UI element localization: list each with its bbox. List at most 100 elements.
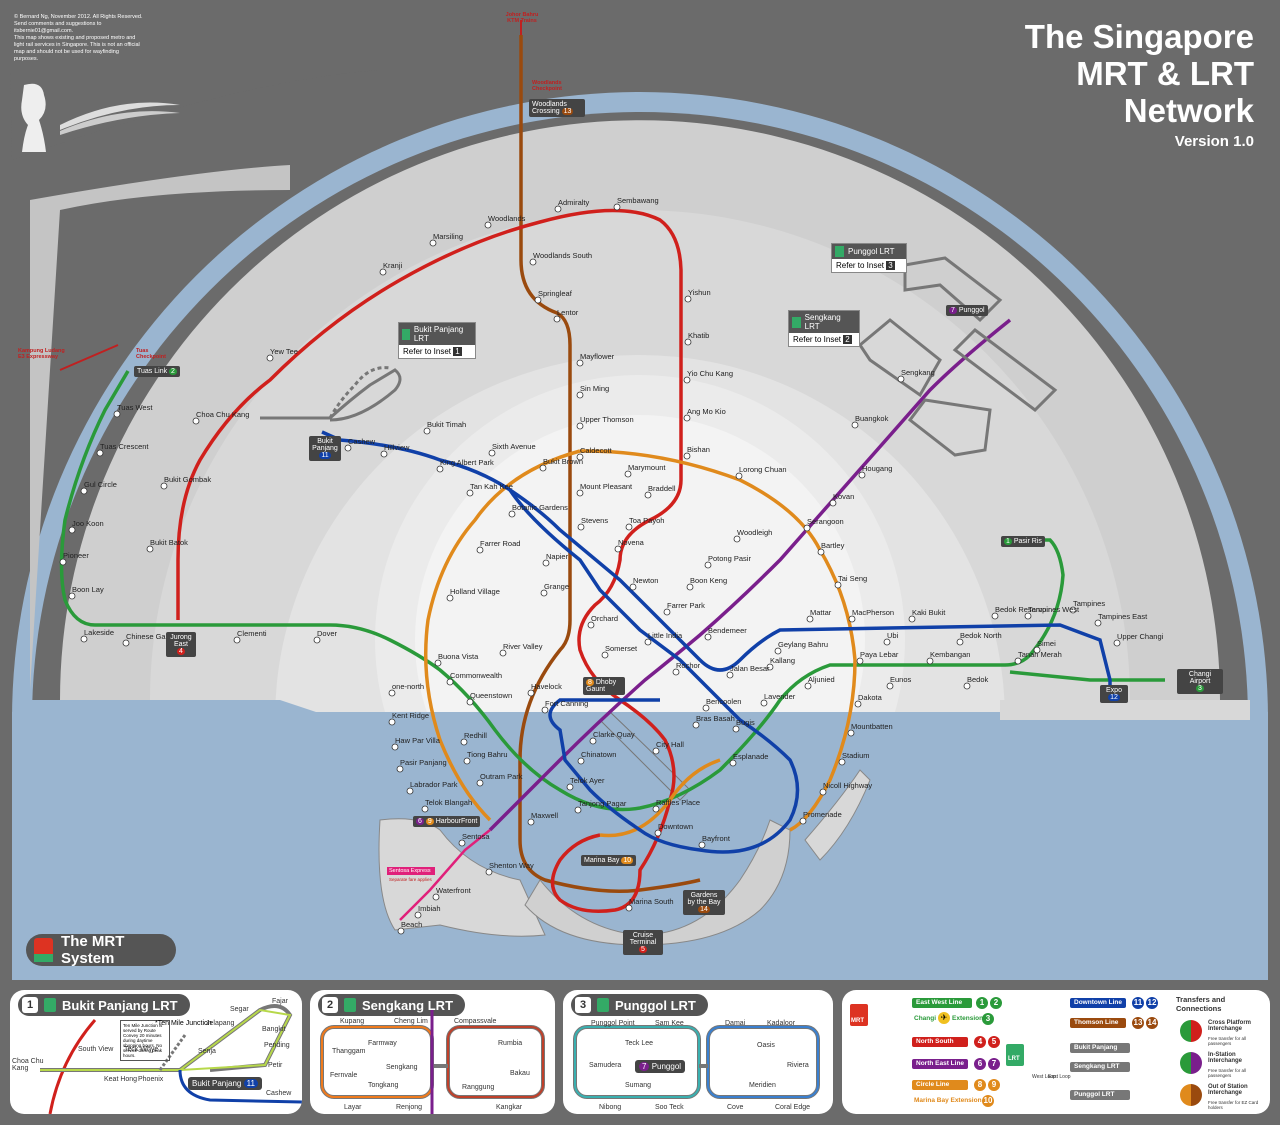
station-marker[interactable] <box>856 657 864 665</box>
station-marker[interactable] <box>484 221 492 229</box>
station-marker[interactable] <box>432 893 440 901</box>
station-marker[interactable] <box>414 911 422 919</box>
station-marker[interactable] <box>380 450 388 458</box>
station-marker[interactable] <box>684 338 692 346</box>
bp-lrt-ref-box[interactable]: Bukit Panjang LRT Refer to Inset 1 <box>398 322 476 359</box>
station-marker[interactable] <box>804 682 812 690</box>
station-marker[interactable] <box>446 678 454 686</box>
pasir-ris-tag[interactable]: 1 Pasir Ris <box>1001 536 1045 547</box>
station-marker[interactable] <box>774 647 782 655</box>
station-marker[interactable] <box>534 296 542 304</box>
station-marker[interactable] <box>729 759 737 767</box>
station-marker[interactable] <box>652 747 660 755</box>
station-marker[interactable] <box>434 659 442 667</box>
station-marker[interactable] <box>379 268 387 276</box>
station-marker[interactable] <box>704 561 712 569</box>
station-marker[interactable] <box>698 841 706 849</box>
station-marker[interactable] <box>654 829 662 837</box>
station-marker[interactable] <box>466 489 474 497</box>
station-marker[interactable] <box>233 636 241 644</box>
station-marker[interactable] <box>829 499 837 507</box>
station-marker[interactable] <box>527 818 535 826</box>
inset1-bp-tag[interactable]: Bukit Panjang 11 <box>188 1077 262 1090</box>
punggol-tag[interactable]: 7 Punggol <box>946 305 988 316</box>
station-marker[interactable] <box>508 510 516 518</box>
tuas-link-tag[interactable]: Tuas Link 2 <box>134 366 180 377</box>
station-marker[interactable] <box>624 470 632 478</box>
station-marker[interactable] <box>529 258 537 266</box>
station-marker[interactable] <box>799 817 807 825</box>
station-marker[interactable] <box>733 535 741 543</box>
station-marker[interactable] <box>576 391 584 399</box>
station-marker[interactable] <box>851 421 859 429</box>
station-marker[interactable] <box>397 927 405 935</box>
station-marker[interactable] <box>553 315 561 323</box>
station-marker[interactable] <box>702 704 710 712</box>
station-marker[interactable] <box>732 725 740 733</box>
marina-bay-tag[interactable]: Marina Bay 10 <box>581 855 637 866</box>
station-marker[interactable] <box>577 757 585 765</box>
station-marker[interactable] <box>834 581 842 589</box>
station-marker[interactable] <box>908 615 916 623</box>
station-marker[interactable] <box>644 491 652 499</box>
station-marker[interactable] <box>96 449 104 457</box>
station-marker[interactable] <box>848 615 856 623</box>
station-marker[interactable] <box>313 636 321 644</box>
pg-lrt-ref-box[interactable]: Punggol LRT Refer to Inset 3 <box>831 243 907 273</box>
station-marker[interactable] <box>446 594 454 602</box>
station-marker[interactable] <box>819 788 827 796</box>
station-marker[interactable] <box>926 657 934 665</box>
sentosa-express-tag[interactable]: Sentosa Express <box>387 867 435 875</box>
station-marker[interactable] <box>80 487 88 495</box>
station-marker[interactable] <box>735 472 743 480</box>
station-marker[interactable] <box>613 203 621 211</box>
station-marker[interactable] <box>541 706 549 714</box>
station-marker[interactable] <box>554 205 562 213</box>
station-marker[interactable] <box>406 787 414 795</box>
station-marker[interactable] <box>672 668 680 676</box>
station-marker[interactable] <box>587 621 595 629</box>
station-marker[interactable] <box>760 699 768 707</box>
station-marker[interactable] <box>458 839 466 847</box>
station-marker[interactable] <box>499 649 507 657</box>
station-marker[interactable] <box>476 546 484 554</box>
station-marker[interactable] <box>576 489 584 497</box>
station-marker[interactable] <box>59 558 67 566</box>
dhoby-tag[interactable]: 8 Dhoby Gaunt <box>583 677 625 695</box>
station-marker[interactable] <box>463 757 471 765</box>
station-marker[interactable] <box>192 417 200 425</box>
station-marker[interactable] <box>566 783 574 791</box>
station-marker[interactable] <box>68 592 76 600</box>
station-marker[interactable] <box>652 805 660 813</box>
station-marker[interactable] <box>574 806 582 814</box>
station-marker[interactable] <box>460 738 468 746</box>
station-marker[interactable] <box>963 682 971 690</box>
station-marker[interactable] <box>436 465 444 473</box>
station-marker[interactable] <box>644 638 652 646</box>
station-marker[interactable] <box>576 359 584 367</box>
station-marker[interactable] <box>577 523 585 531</box>
station-marker[interactable] <box>485 868 493 876</box>
station-marker[interactable] <box>726 671 734 679</box>
station-marker[interactable] <box>956 638 964 646</box>
woodlands-crossing-tag[interactable]: Woodlands Crossing 13 <box>529 99 585 117</box>
station-marker[interactable] <box>663 608 671 616</box>
station-marker[interactable] <box>806 615 814 623</box>
station-marker[interactable] <box>539 464 547 472</box>
station-marker[interactable] <box>684 295 692 303</box>
station-marker[interactable] <box>576 422 584 430</box>
harbourfront-tag[interactable]: 6 9 HarbourFront <box>413 816 481 827</box>
station-marker[interactable] <box>423 427 431 435</box>
station-marker[interactable] <box>766 663 774 671</box>
station-marker[interactable] <box>858 471 866 479</box>
station-marker[interactable] <box>683 376 691 384</box>
station-marker[interactable] <box>625 904 633 912</box>
station-marker[interactable] <box>683 414 691 422</box>
station-marker[interactable] <box>344 444 352 452</box>
